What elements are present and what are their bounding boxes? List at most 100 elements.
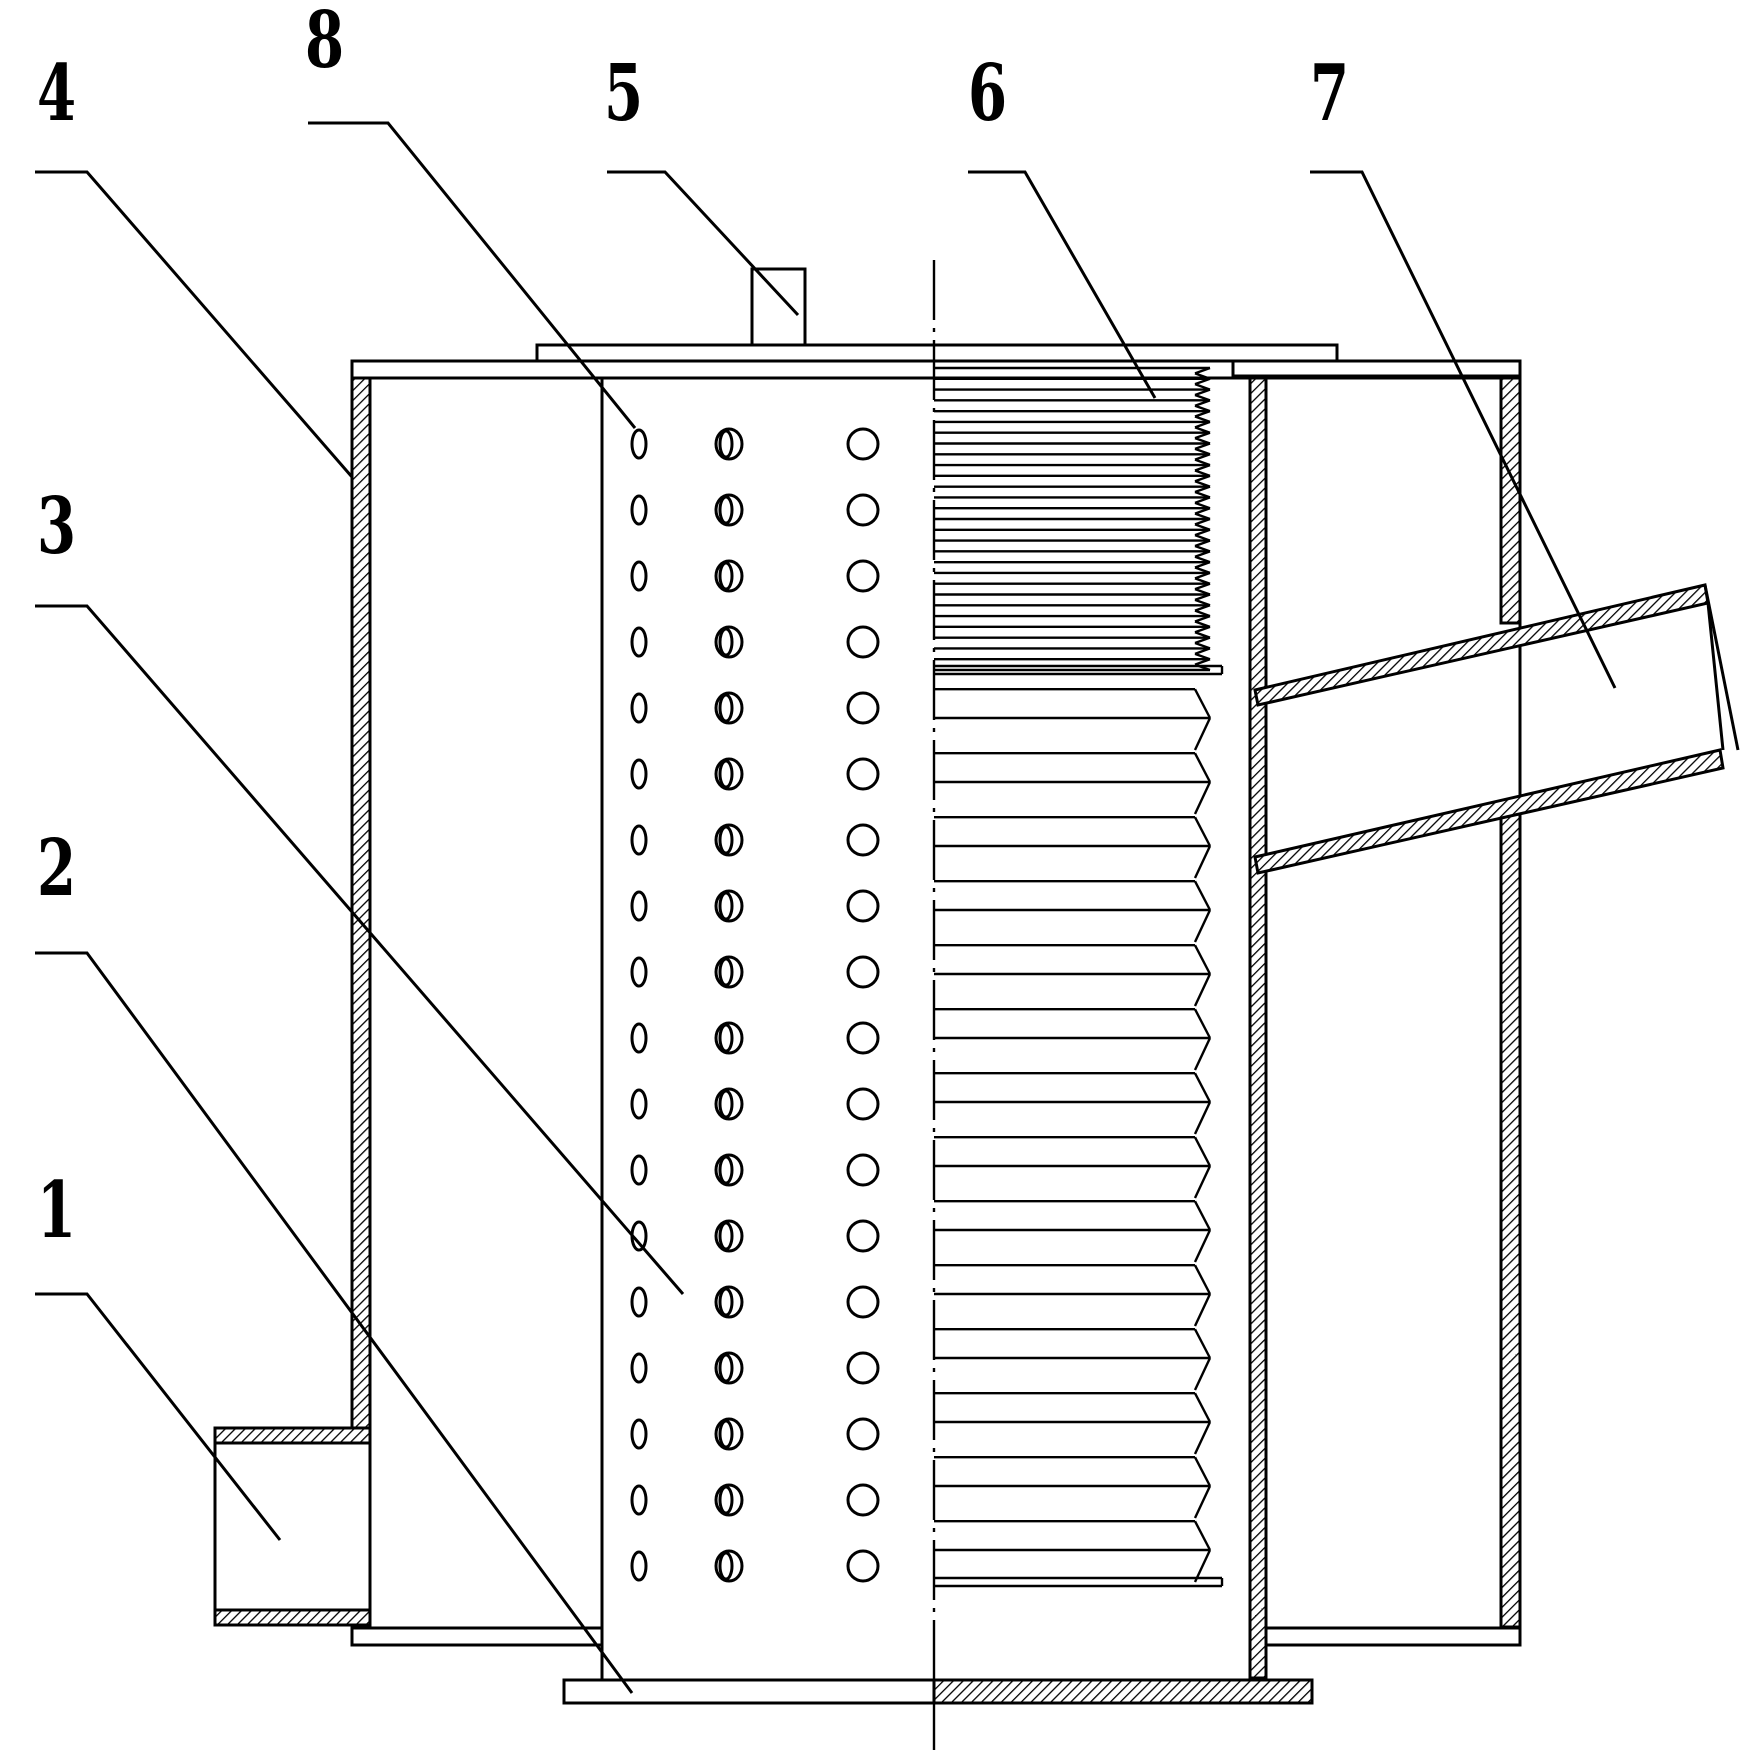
pleat-zigzag: [1194, 410, 1211, 418]
perforation-hole: [714, 955, 744, 989]
perforation-hole-inner: [718, 1155, 734, 1185]
outlet-pipe-upper-wall: [1253, 583, 1710, 707]
perforation-hole: [846, 1219, 880, 1253]
pleat-zigzag: [1194, 658, 1211, 666]
pleat-zigzag: [1194, 614, 1211, 623]
pleat-zigzag: [1193, 1200, 1212, 1231]
perforation-hole: [630, 1484, 648, 1516]
pleat-zigzag: [1194, 453, 1211, 461]
perforation-hole: [846, 625, 880, 659]
perforation-hole: [714, 1087, 744, 1121]
perforation-hole: [846, 1021, 880, 1055]
perforation-hole-inner: [718, 561, 734, 591]
perforation-hole: [846, 559, 880, 593]
perforation-hole: [846, 1351, 880, 1385]
perforation-hole-inner: [718, 891, 734, 921]
perforation-hole: [630, 1022, 648, 1054]
leader-line-4: [35, 170, 354, 478]
leader-line-7: [1310, 170, 1617, 689]
perforation-hole: [630, 1352, 648, 1384]
perforation-hole: [714, 625, 744, 659]
perforation-hole: [630, 1220, 648, 1252]
perforation-hole: [846, 493, 880, 527]
leader-line-1: [35, 1292, 282, 1541]
pleat-zigzag: [1194, 377, 1211, 386]
bottom-plate-left: [350, 1626, 604, 1647]
pleat-zigzag: [1194, 420, 1211, 429]
perforation-hole: [630, 956, 648, 988]
pleat-zigzag: [1194, 474, 1211, 483]
inner-sleeve-wall: [1248, 376, 1268, 1680]
perforation-hole: [714, 1021, 744, 1055]
pleat-zigzag: [1194, 604, 1211, 612]
right-top-plate: [1231, 359, 1522, 378]
pleat-zigzag: [1194, 442, 1211, 451]
perforation-hole: [714, 1417, 744, 1451]
pleat-zigzag: [1193, 1485, 1212, 1519]
perforation-hole: [714, 427, 744, 461]
perforation-hole: [714, 1549, 744, 1583]
label-8: 8: [305, 0, 345, 86]
pleat-zigzag: [1194, 388, 1211, 397]
perforation-hole: [714, 1351, 744, 1385]
leader-line-5: [607, 170, 800, 317]
perforation-hole: [714, 1483, 744, 1517]
pleated-filter-element: [934, 366, 1224, 1588]
pleat-zigzag: [1194, 539, 1211, 548]
perforation-hole: [714, 1219, 744, 1253]
perforation-hole: [846, 823, 880, 857]
pleat-zigzag: [1194, 399, 1211, 407]
pleat-zigzag: [1193, 1421, 1212, 1455]
pleat-zigzag: [1193, 781, 1212, 815]
pleat-zigzag: [1193, 816, 1212, 847]
pleat-zigzag: [1193, 752, 1212, 783]
pleat-zigzag: [1193, 1549, 1212, 1583]
perforation-hole: [630, 1154, 648, 1186]
perforation-hole: [630, 758, 648, 790]
pleat-zigzag: [1193, 1072, 1212, 1103]
label-1: 1: [37, 1165, 77, 1256]
label-4: 4: [37, 48, 77, 139]
pleat-zigzag: [1193, 1136, 1212, 1167]
perforation-hole: [714, 823, 744, 857]
perforation-hole-inner: [718, 429, 734, 459]
perforation-hole: [714, 757, 744, 791]
perforation-hole: [714, 559, 744, 593]
top-connector: [750, 267, 807, 347]
perforation-hole: [630, 428, 648, 460]
perforation-hole-inner: [718, 1023, 734, 1053]
pleat-zigzag: [1194, 647, 1211, 655]
perforation-hole: [846, 1285, 880, 1319]
pleat-zigzag: [1193, 845, 1212, 879]
perforation-hole: [714, 691, 744, 725]
label-6: 6: [968, 48, 1008, 139]
perforation-hole-inner: [718, 759, 734, 789]
base-plate-hatched: [932, 1678, 1314, 1705]
pleat-zigzag: [1193, 1520, 1212, 1551]
pleat-zigzag: [1193, 1357, 1212, 1391]
perforation-hole: [630, 1418, 648, 1450]
perforation-hole: [846, 1483, 880, 1517]
perforation-hole: [714, 493, 744, 527]
pleat-zigzag: [1193, 909, 1212, 943]
pleat-zigzag: [1194, 550, 1211, 558]
outer-wall-right: [1499, 376, 1522, 625]
perforation-hole: [630, 1550, 648, 1582]
perforation-hole: [630, 1286, 648, 1318]
pleat-zigzag: [1193, 1264, 1212, 1295]
perforation-hole-inner: [718, 1485, 734, 1515]
label-7: 7: [1310, 48, 1350, 139]
pleat-zigzag: [1194, 528, 1211, 537]
perforation-hole-inner: [718, 825, 734, 855]
outlet-pipe-lower-wall: [1253, 748, 1725, 875]
pleat-zigzag: [1194, 496, 1211, 504]
perforation-hole: [846, 757, 880, 791]
pleat-zigzag: [1193, 717, 1212, 751]
perforation-hole: [846, 427, 880, 461]
perforation-hole: [630, 1088, 648, 1120]
pleat-zigzag: [1194, 463, 1211, 472]
perforation-hole-inner: [718, 495, 734, 525]
perforation-hole: [630, 824, 648, 856]
label-5: 5: [604, 48, 644, 139]
